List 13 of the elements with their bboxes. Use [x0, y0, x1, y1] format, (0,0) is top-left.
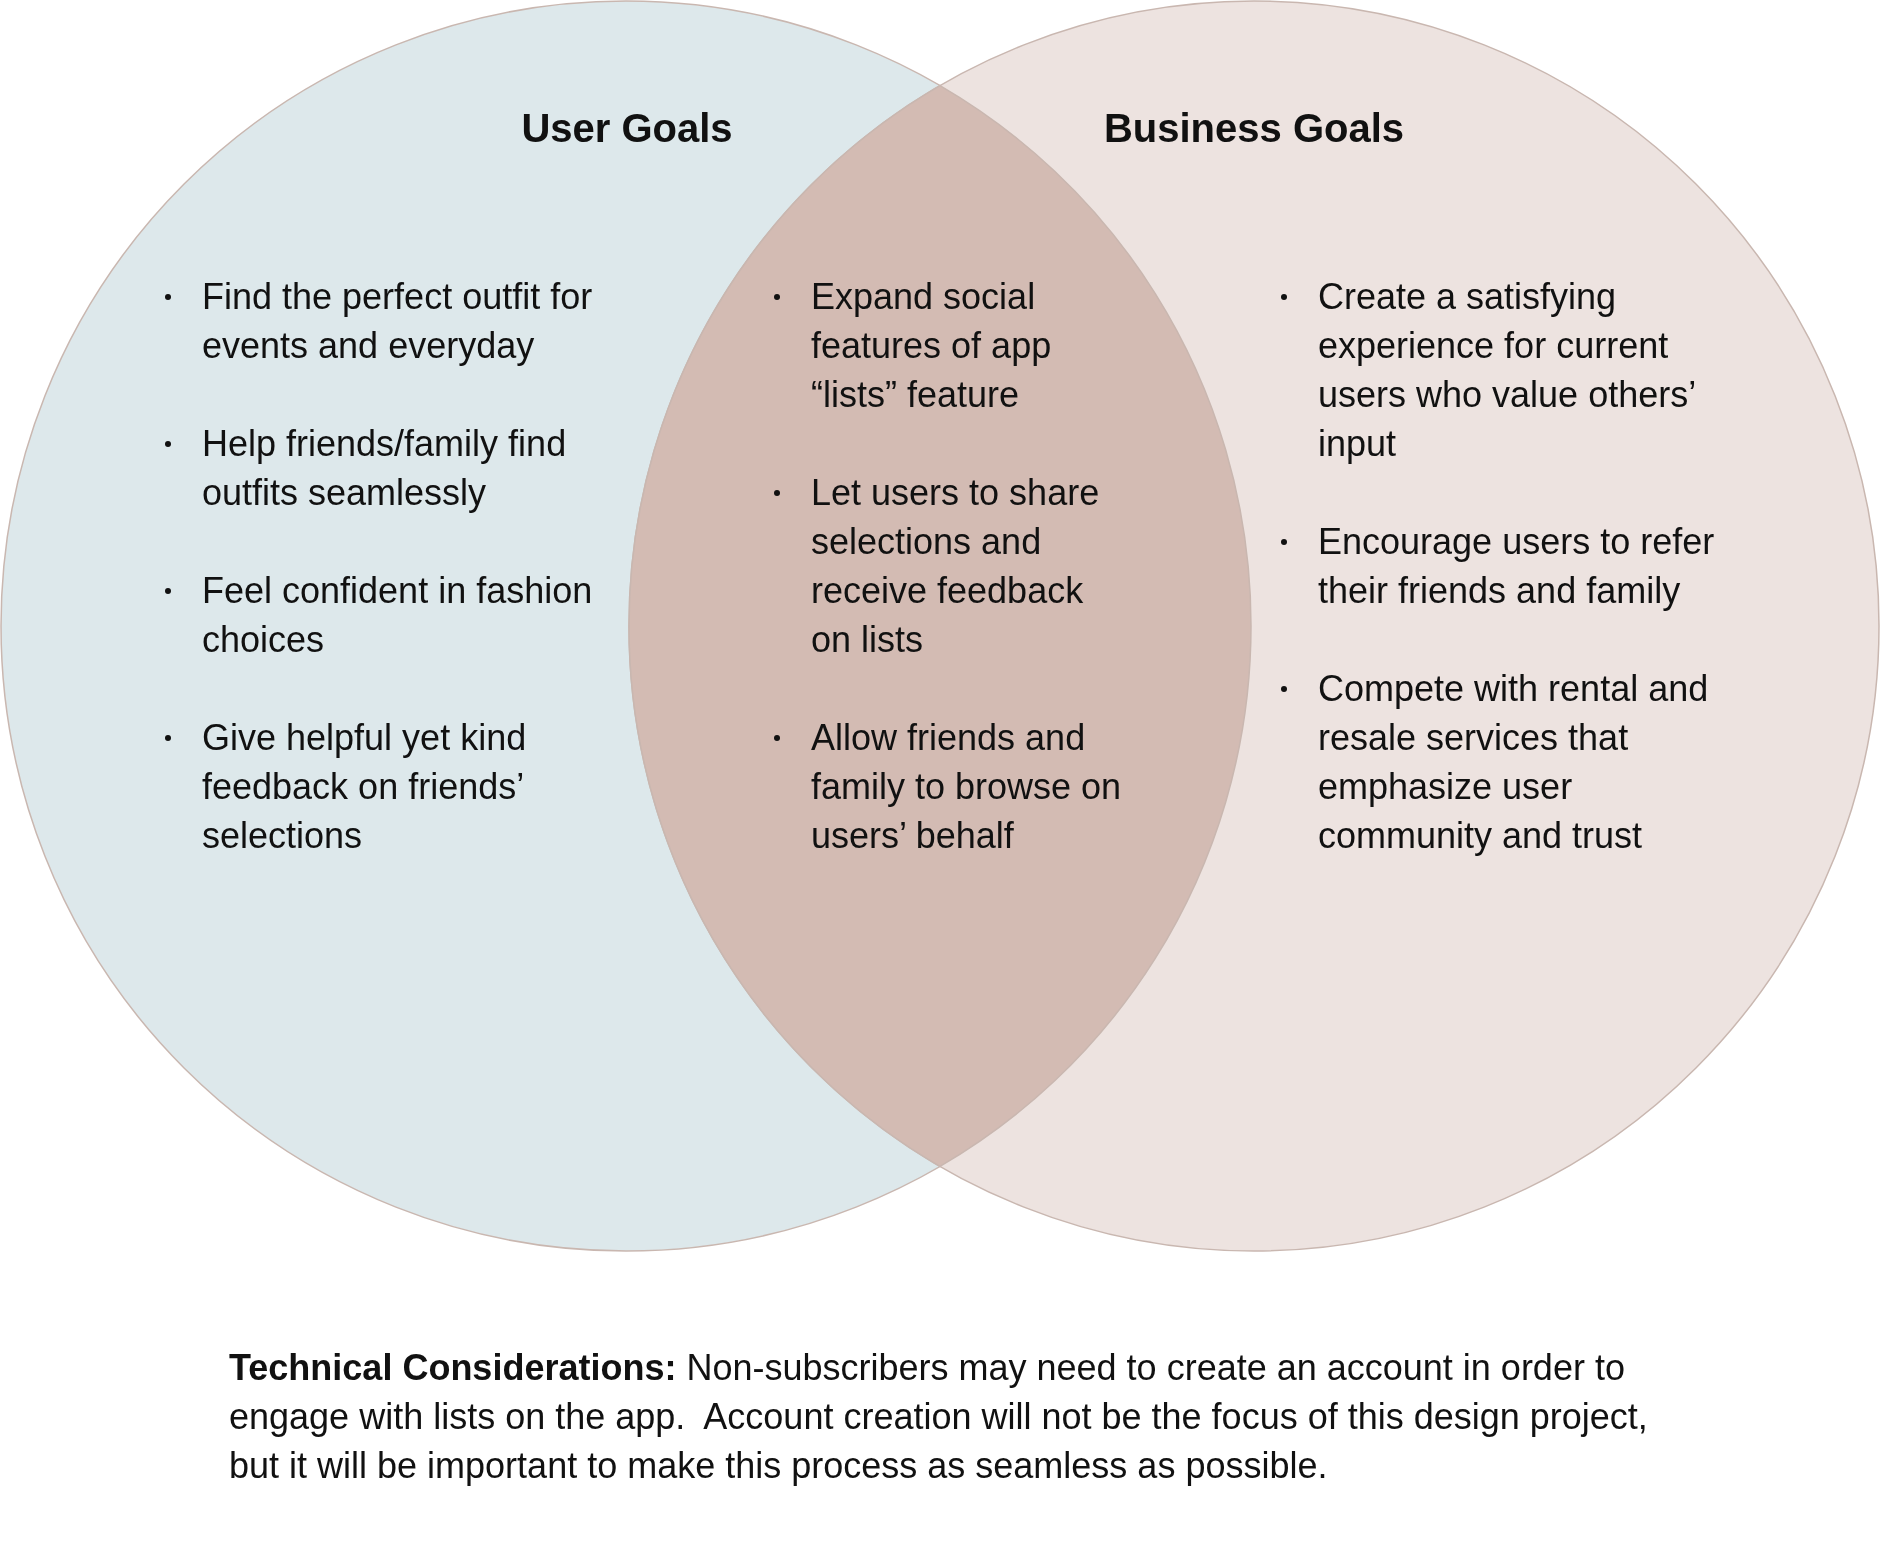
circle-heading: User Goals — [521, 106, 733, 151]
bullet-item: Create a satisfying experience for current users who value others’ input — [1278, 272, 1728, 468]
bullet-item: Feel confident in fashion choices — [162, 566, 602, 664]
bullet-item: Encourage users to refer their friends and family — [1278, 517, 1728, 615]
bullet-item: Help friends/family find outfits seamlessly — [162, 419, 602, 517]
bullet-item: Find the perfect outfit for events and everyday — [162, 272, 602, 370]
bullet-item: Give helpful yet kind feedback on friends’ selections — [162, 713, 602, 860]
bullet-item: Compete with rental and resale services that emphasize user community and trust — [1278, 664, 1728, 860]
circle-heading: Business Goals — [1103, 106, 1405, 151]
bullet-item: Allow friends and family to browse on users’ behalf — [771, 713, 1131, 860]
bullet-item: Let users to share selections and receive feedback on lists — [771, 468, 1131, 664]
note-paragraph: Technical Considerations: Non-subscribers may need to create an account in order to engage with lists on the app. Account creation will not be the focus of this design project, but it will be important to make this process as seamless as possible. — [229, 1346, 1649, 1488]
bullet-item: Expand social features of app “lists” feature — [771, 272, 1131, 419]
